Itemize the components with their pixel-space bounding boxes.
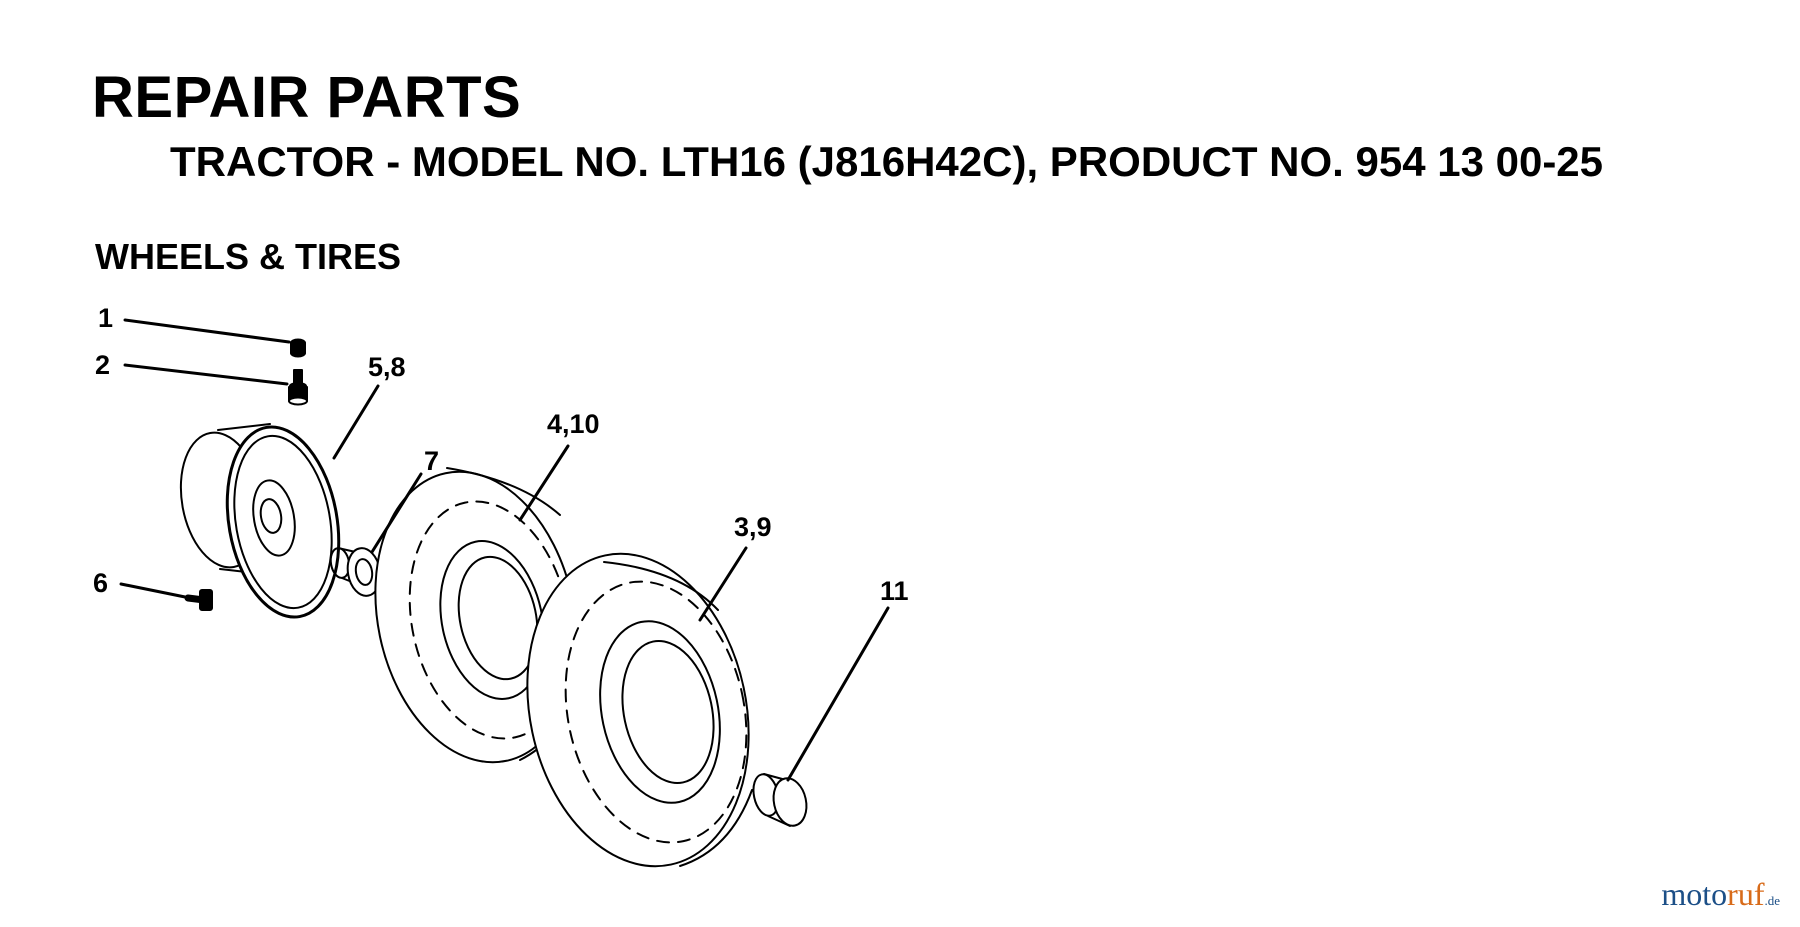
leader-line-1 bbox=[123, 318, 291, 344]
callout-2: 2 bbox=[95, 350, 110, 380]
watermark-brand-a: moto bbox=[1661, 876, 1728, 912]
leader-line-2 bbox=[123, 363, 289, 386]
part-valve-stem bbox=[288, 369, 308, 406]
part-bolt bbox=[184, 589, 213, 611]
watermark-brand-b: ruf bbox=[1727, 876, 1765, 912]
leader-line-6 bbox=[119, 582, 192, 600]
watermark-tld: .de bbox=[1764, 893, 1780, 908]
part-wheel-rim bbox=[179, 423, 341, 619]
model-subtitle: TRACTOR - MODEL NO. LTH16 (J816H42C), PR… bbox=[170, 138, 1604, 185]
callout-1: 1 bbox=[98, 303, 113, 333]
leader-line-7 bbox=[370, 472, 423, 554]
callout-3-9: 3,9 bbox=[734, 512, 772, 542]
part-hub-cap bbox=[752, 773, 808, 827]
part-rear-tire bbox=[526, 552, 753, 868]
callout-6: 6 bbox=[93, 568, 108, 598]
part-valve-cap bbox=[290, 338, 306, 358]
leader-line-410 bbox=[518, 444, 570, 522]
callouts: 1 2 5,8 7 4,10 3,9 6 11 bbox=[93, 303, 909, 606]
section-heading: WHEELS & TIRES bbox=[95, 236, 402, 277]
callout-7: 7 bbox=[424, 446, 439, 476]
leader-line-58 bbox=[332, 384, 380, 460]
callout-11: 11 bbox=[880, 576, 909, 606]
page-title: REPAIR PARTS bbox=[92, 65, 522, 130]
leader-lines bbox=[119, 318, 890, 782]
callout-4-10: 4,10 bbox=[547, 409, 600, 439]
leader-line-11 bbox=[786, 606, 890, 782]
callout-5-8: 5,8 bbox=[368, 352, 406, 382]
leader-line-39 bbox=[698, 546, 748, 622]
watermark-logo: motoruf.de bbox=[1661, 876, 1780, 913]
